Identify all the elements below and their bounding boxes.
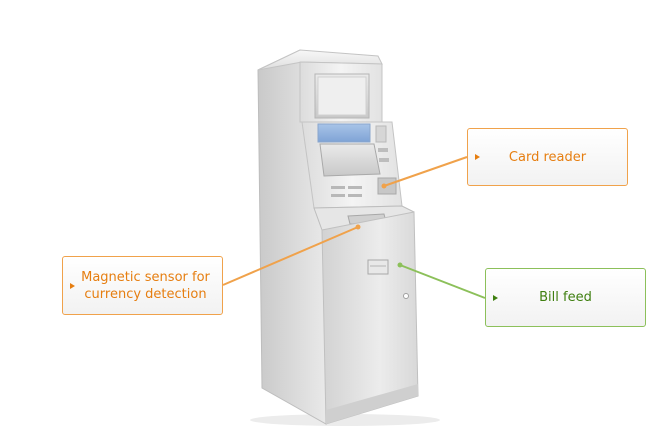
keypad-key bbox=[348, 186, 362, 189]
kiosk-top-cap bbox=[257, 49, 383, 71]
bill-feed-anchor bbox=[397, 262, 403, 268]
keypad-key bbox=[331, 186, 345, 189]
main-screen bbox=[319, 143, 381, 177]
card-reader-callout: Card reader bbox=[467, 128, 628, 186]
cabinet-lock bbox=[403, 293, 409, 299]
bullet-arrow-icon bbox=[475, 154, 480, 160]
console-button bbox=[378, 148, 388, 152]
floor-shadow bbox=[250, 414, 440, 426]
top-display-glass bbox=[317, 76, 367, 116]
dispenser-slot bbox=[367, 259, 389, 275]
leader-lines bbox=[222, 156, 486, 299]
card-reader-leader bbox=[383, 156, 468, 187]
kiosk-base-strip bbox=[326, 384, 418, 424]
screen-header bbox=[317, 123, 371, 143]
console-button bbox=[379, 158, 389, 162]
magnetic-sensor-callout: Magnetic sensor for currency detection bbox=[62, 256, 223, 315]
console-slot bbox=[375, 125, 387, 143]
keypad-key bbox=[348, 194, 362, 197]
magnetic-sensor-leader bbox=[222, 226, 359, 286]
magnetic-sensor-label: Magnetic sensor for currency detection bbox=[81, 269, 210, 302]
magnetic-sensor-anchor bbox=[355, 224, 361, 230]
bill-feed-callout: Bill feed bbox=[485, 268, 646, 327]
card-reader-anchor bbox=[381, 183, 387, 189]
bullet-arrow-icon bbox=[70, 282, 75, 289]
kiosk-machine bbox=[250, 49, 440, 426]
card-reader-label: Card reader bbox=[508, 149, 587, 165]
bullet-arrow-icon bbox=[493, 294, 498, 301]
bill-feed-leader bbox=[399, 264, 486, 299]
bill-feed-label: Bill feed bbox=[539, 290, 592, 305]
keypad-key bbox=[331, 194, 345, 197]
